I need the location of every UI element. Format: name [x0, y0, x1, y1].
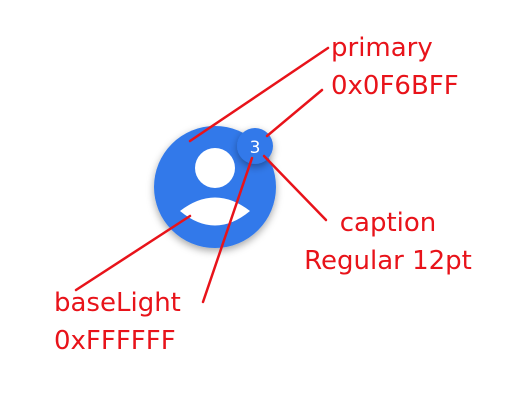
primary-annotation-value: 0x0F6BFF	[331, 71, 459, 101]
badge-count: 3	[250, 138, 261, 158]
baselight-annotation-value: 0xFFFFFF	[54, 326, 176, 356]
caption-annotation-name: caption	[339, 208, 437, 238]
primary-annotation-name: primary	[331, 33, 433, 63]
baselight-leader-line	[74, 214, 192, 292]
primary-annotation: primary 0x0F6BFF	[331, 29, 459, 105]
baselight-annotation: baseLight 0xFFFFFF	[54, 284, 181, 360]
primary-leader-line	[188, 46, 330, 143]
caption-annotation: caption Regular 12pt	[296, 204, 480, 280]
caption-leader-line	[262, 154, 328, 222]
primary-value-leader-line	[265, 88, 324, 138]
baselight-value-leader-line	[201, 156, 254, 304]
baselight-annotation-name: baseLight	[54, 288, 181, 318]
caption-annotation-value: Regular 12pt	[304, 246, 472, 276]
